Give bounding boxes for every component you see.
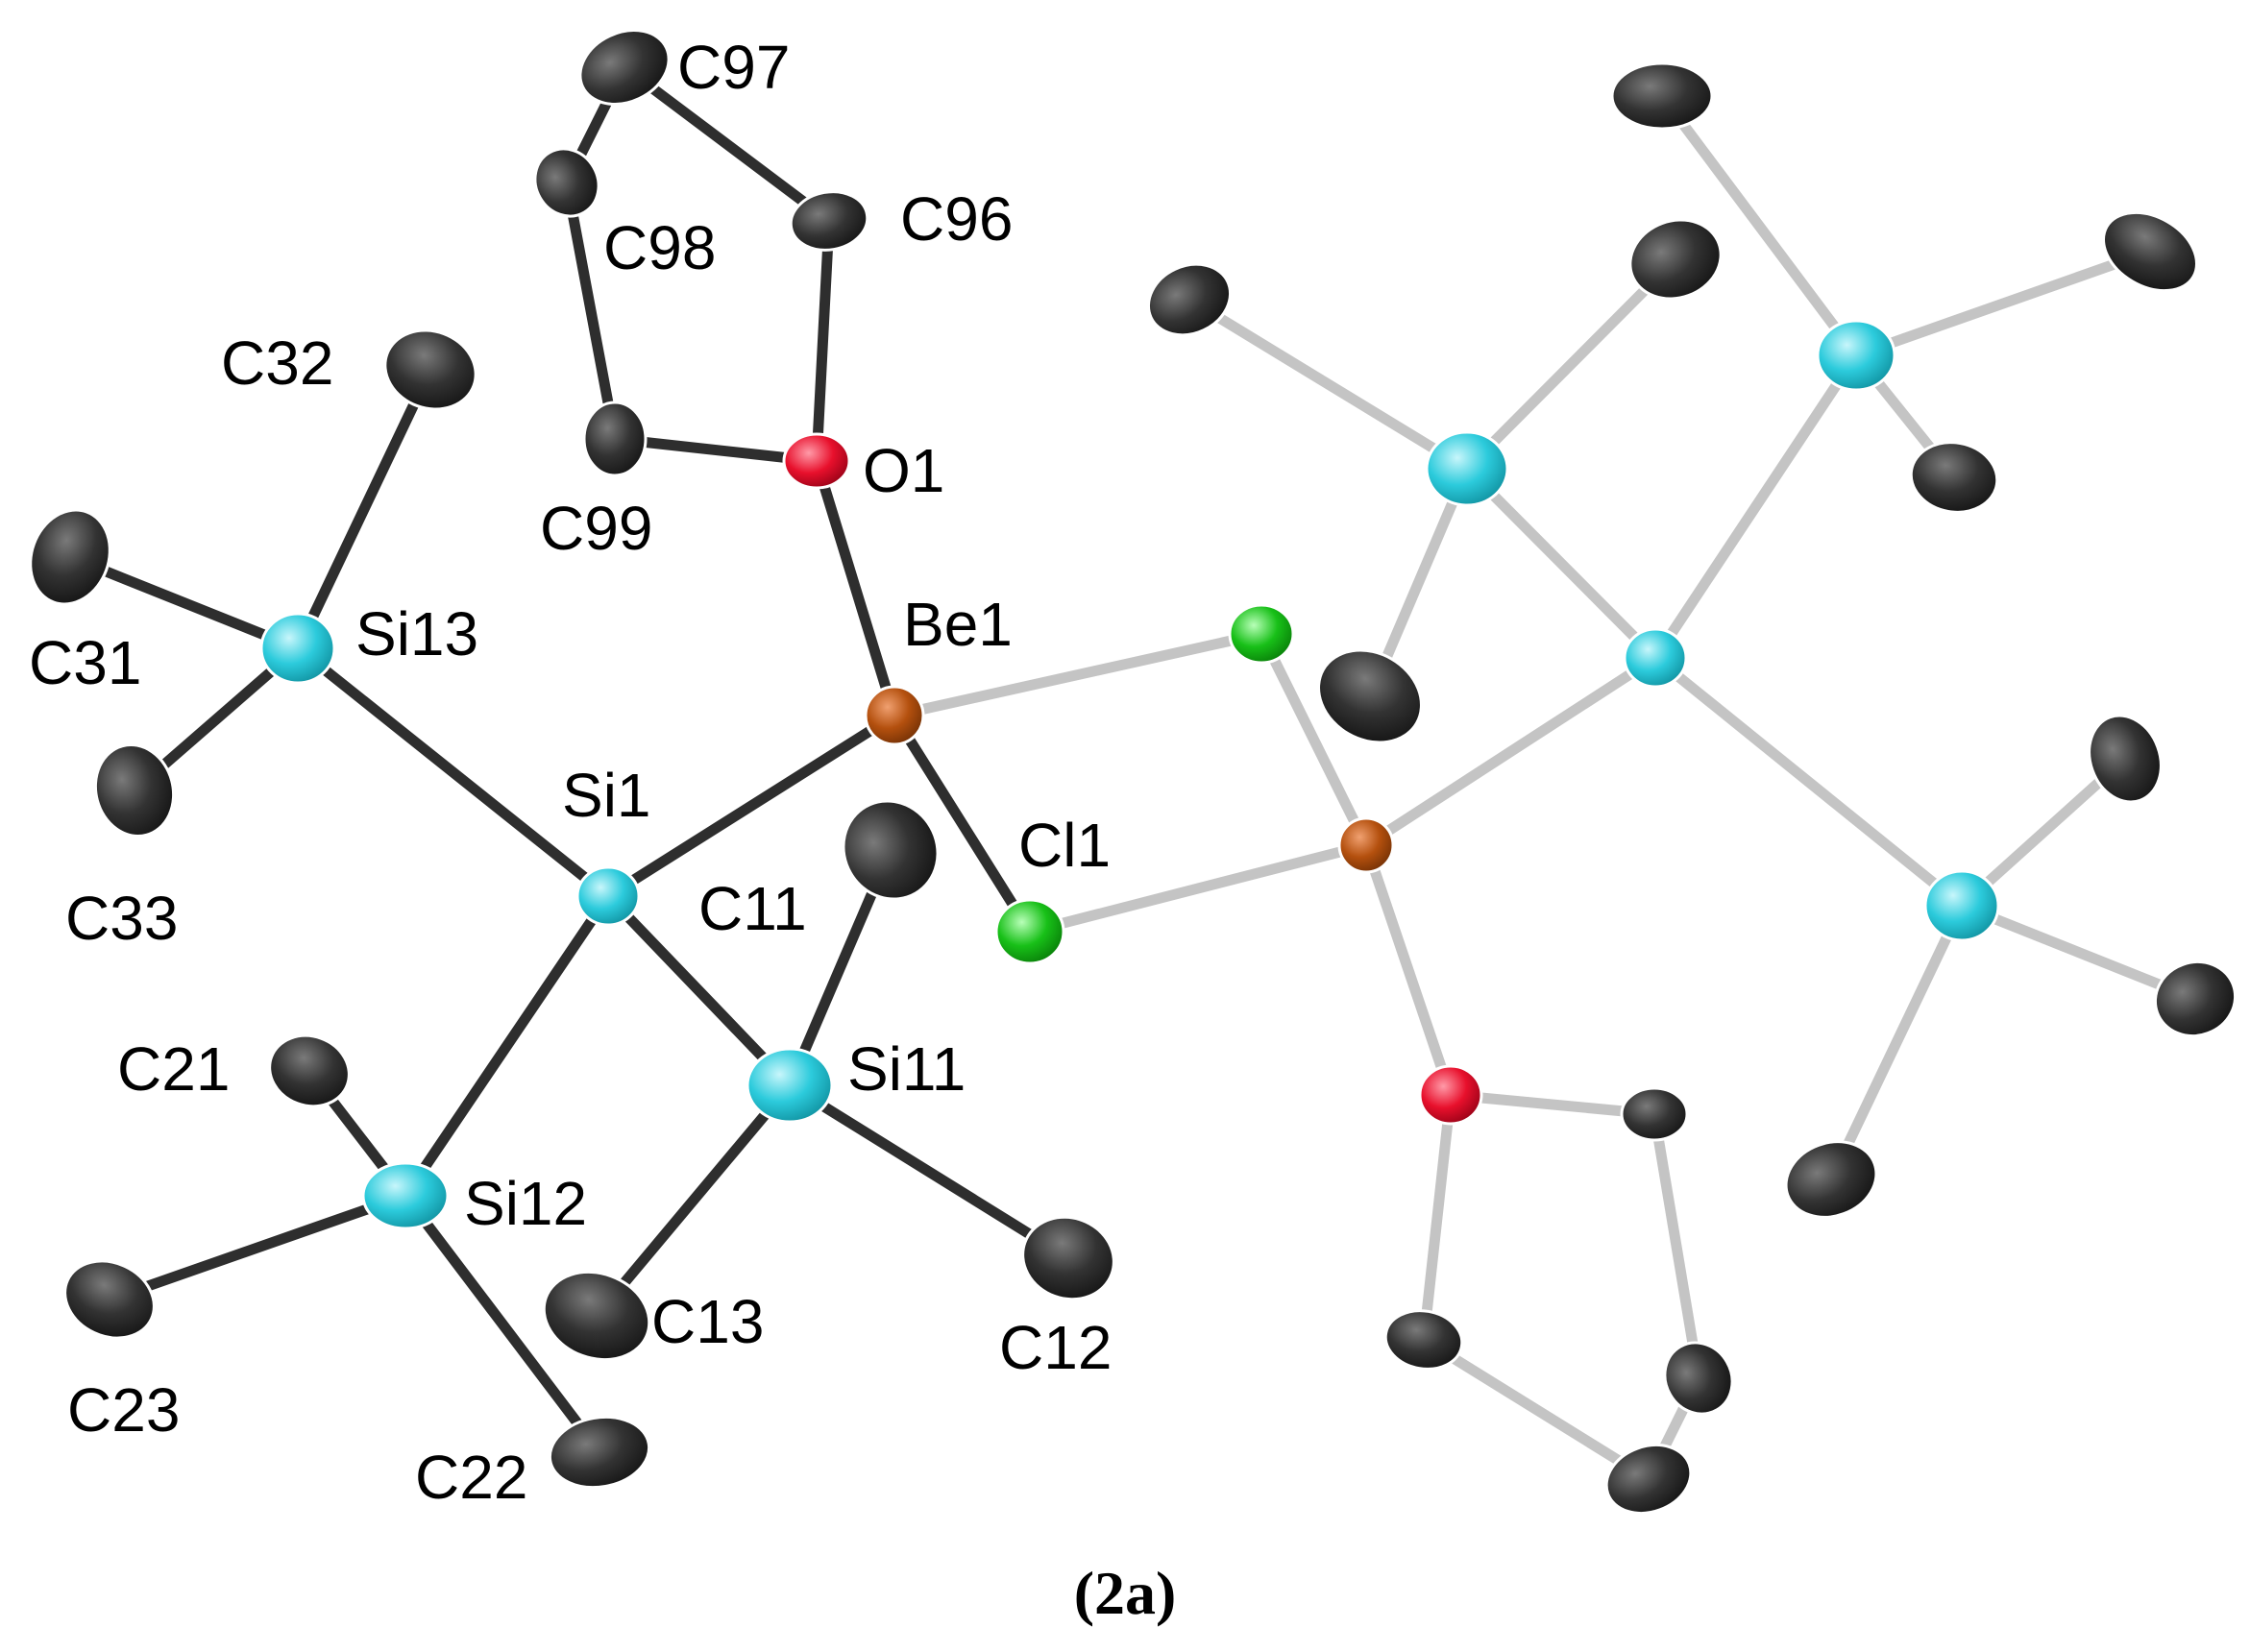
atom-o1	[782, 432, 851, 490]
bond-si11b-c1	[1184, 294, 1473, 474]
atom-si1	[575, 865, 641, 927]
label-c33: C33	[65, 884, 178, 953]
atom-c97	[578, 29, 671, 106]
label-c96: C96	[900, 184, 1013, 254]
atom-c32	[383, 328, 477, 411]
atom-c12	[1021, 1215, 1115, 1301]
atom-c11	[842, 799, 940, 901]
bond-o1b-c99b	[1418, 1089, 1456, 1346]
bond-si13b-c2	[1956, 900, 2201, 1005]
atom-c-si12b-3	[1909, 441, 1999, 514]
label-c98: C98	[603, 213, 716, 282]
atom-c97b	[1663, 1341, 1734, 1416]
bond-c96-c97	[619, 61, 835, 227]
bond-si12b-c1	[1656, 90, 1862, 361]
atom-c-si12b-1	[1610, 61, 1714, 131]
bond-be1b-o1b	[1360, 839, 1456, 1101]
atom-o1b	[1418, 1064, 1483, 1126]
bond-be1-o1	[811, 455, 900, 721]
atom-c-si12b-2	[2102, 210, 2198, 293]
atom-si13b	[1923, 869, 2000, 942]
atoms-asymmetric-unit	[29, 29, 1115, 1490]
bond-si1b-si11b	[1461, 463, 1661, 664]
label-si12: Si12	[464, 1169, 587, 1238]
atom-labels: C97 C96 C98 C32 O1 C99 Si13 Be1 C31 Si1 …	[29, 33, 1112, 1512]
atom-c21	[268, 1033, 351, 1108]
atom-c13	[542, 1270, 651, 1362]
atom-c99	[582, 401, 648, 477]
label-c23: C23	[67, 1375, 180, 1445]
label-si1: Si1	[562, 761, 651, 830]
bond-c96b-c97b	[1649, 1108, 1704, 1384]
atom-c-si13b-3	[1784, 1140, 1878, 1219]
atom-si1b	[1623, 627, 1688, 689]
label-c12: C12	[999, 1313, 1112, 1382]
bond-si12b-c2	[1850, 246, 2156, 361]
bond-si13-c31	[64, 551, 304, 654]
bond-o1b-c96b	[1445, 1089, 1660, 1120]
bond-si13-c32	[292, 364, 436, 654]
atom-be1b	[1337, 816, 1395, 874]
bond-si1-si11	[602, 890, 795, 1091]
atom-c96b	[1620, 1086, 1689, 1142]
atom-si11	[746, 1047, 834, 1124]
atom-c-si11b-2	[1628, 218, 1723, 301]
atom-c99b	[1383, 1309, 1464, 1371]
bond-cl1-be1b	[1024, 839, 1372, 937]
bond-si1-si13	[292, 643, 614, 902]
bond-si1-si12	[400, 890, 614, 1202]
bond-be1-cl1b	[889, 628, 1267, 721]
bond-c98b-c99b	[1418, 1334, 1654, 1485]
bond-si11-c13	[591, 1080, 795, 1322]
atom-c-si11b-1	[1146, 262, 1233, 337]
bond-be1-cl1	[889, 710, 1036, 937]
bond-si11b-c2	[1461, 254, 1681, 474]
bond-si13b-c3	[1825, 900, 1968, 1185]
atom-si13	[259, 612, 336, 685]
atom-c33	[93, 742, 176, 838]
label-c97: C97	[677, 33, 790, 102]
atom-c31	[29, 508, 111, 606]
bonds-asymmetric-unit	[64, 61, 1074, 1458]
atom-si12	[361, 1161, 450, 1230]
bond-si12-c23	[104, 1190, 411, 1305]
figure-caption: (2a)	[1074, 1559, 1177, 1627]
label-c31: C31	[29, 628, 141, 697]
label-o1: O1	[863, 436, 944, 505]
atom-cl1	[994, 898, 1065, 965]
bond-si11-c12	[784, 1080, 1074, 1264]
label-c11: C11	[698, 874, 807, 943]
label-si11: Si11	[847, 1034, 966, 1104]
label-be1: Be1	[903, 590, 1013, 659]
bond-be1b-si1b	[1360, 652, 1661, 851]
atom-c98b	[1604, 1444, 1693, 1515]
atom-c98	[533, 147, 600, 218]
label-c22: C22	[415, 1443, 527, 1512]
atom-si12b	[1816, 319, 1896, 392]
bond-be1-si1	[602, 710, 900, 902]
label-c21: C21	[117, 1034, 230, 1104]
atom-be1	[864, 685, 925, 746]
bond-c98-c99	[561, 177, 621, 445]
label-c99: C99	[540, 494, 652, 563]
bond-o1-c96	[811, 215, 835, 467]
atom-cl1b	[1228, 603, 1295, 665]
bond-cl1b-be1b	[1256, 628, 1372, 851]
atoms-symmetry-half	[1146, 61, 2238, 1515]
label-si13: Si13	[355, 599, 478, 668]
atom-c-si13b-1	[2088, 714, 2163, 804]
atom-c-si11b-3	[1317, 648, 1423, 744]
label-c13: C13	[651, 1287, 764, 1356]
atom-c-si13b-2	[2153, 960, 2238, 1037]
atom-c96	[789, 190, 869, 252]
atom-c22	[548, 1415, 651, 1490]
bond-si1b-si13b	[1650, 652, 1968, 911]
label-c32: C32	[221, 328, 333, 398]
bond-si12-c22	[400, 1190, 605, 1458]
atom-c23	[63, 1259, 156, 1340]
bond-si1b-si12b	[1650, 350, 1862, 664]
label-cl1: Cl1	[1018, 811, 1111, 880]
atom-si11b	[1425, 430, 1509, 507]
